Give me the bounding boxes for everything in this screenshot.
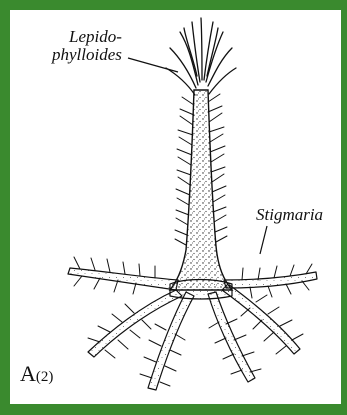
figure-letter: A xyxy=(20,361,36,386)
lepidophylloides-leader-line xyxy=(128,58,178,72)
figure-label: A(2) xyxy=(20,361,53,387)
figure-number: (2) xyxy=(36,369,54,385)
lepidophylloides-label: Lepido- phylloides xyxy=(52,28,122,64)
lepidophylloides-label-line1: Lepido- xyxy=(52,28,122,46)
lepidophylloides-label-line2: phylloides xyxy=(52,46,122,64)
stigmaria-leader-line xyxy=(260,226,267,254)
stigmaria-label: Stigmaria xyxy=(256,206,323,224)
leaf-crown xyxy=(166,18,236,95)
root-system xyxy=(68,268,317,390)
